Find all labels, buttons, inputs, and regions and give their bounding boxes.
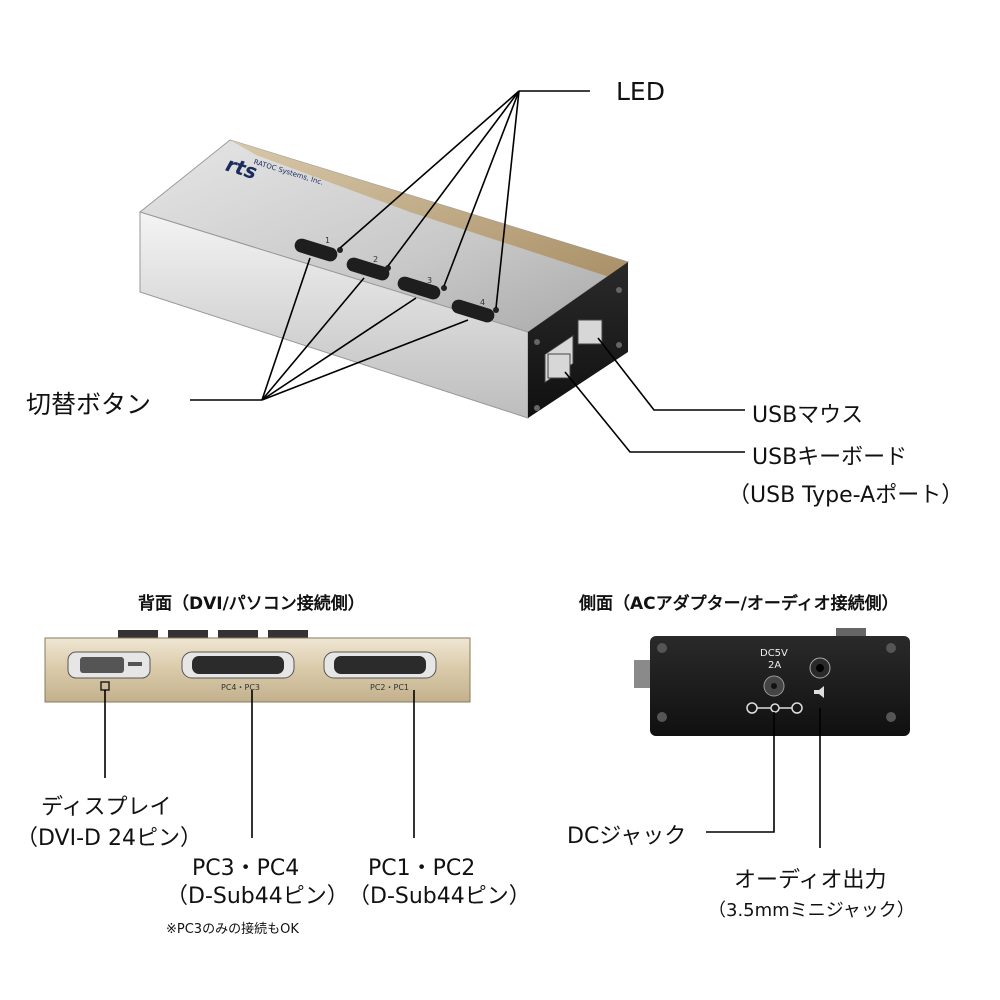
rear-callout-lines <box>104 690 415 838</box>
switch-button-label: 切替ボタン <box>26 390 152 419</box>
switch-button-2 <box>346 257 390 281</box>
side-header: 側面（ACアダプター/オーディオ接続側） <box>579 594 899 614</box>
speaker-icon <box>814 686 824 698</box>
dc-jack-label: DCジャック <box>567 824 687 849</box>
usb-port-type-label: （USB Type-Aポート） <box>728 483 964 508</box>
pc12-label: PC1・PC2 <box>368 856 476 881</box>
audio-output-sub-label: （3.5mmミニジャック） <box>708 900 915 921</box>
side-callout-lines <box>706 708 821 848</box>
rear-header: 背面（DVI/パソコン接続側） <box>138 594 365 614</box>
kvm-switch-3d <box>138 139 630 419</box>
pc34-label: PC3・PC4 <box>192 856 300 881</box>
usb-callout-lines <box>564 337 745 453</box>
button-number-3: 3 <box>427 276 433 285</box>
dc-marking-2: 2A <box>768 660 782 671</box>
usb-port-lower-2 <box>547 353 571 379</box>
led-label: LED <box>616 77 665 106</box>
pc34-sub-label: （D-Sub44ピン） <box>166 884 349 909</box>
audio-output-label: オーディオ出力 <box>734 868 887 893</box>
led-3 <box>441 285 447 291</box>
button-number-1: 1 <box>325 236 331 245</box>
rear-port-label-pc43: PC4・PC3 <box>221 683 260 692</box>
led-2 <box>385 265 391 271</box>
rear-port-label-pc21: PC2・PC1 <box>370 683 409 692</box>
led-1 <box>337 247 343 253</box>
side-panel <box>634 628 910 736</box>
switch-button-1 <box>294 238 338 262</box>
button-number-2: 2 <box>373 255 379 264</box>
switch-button-3 <box>397 276 441 300</box>
led-callout-lines <box>339 90 590 309</box>
display-label: ディスプレイ <box>41 795 172 820</box>
dc-polarity-symbol <box>746 702 803 714</box>
usb-mouse-label: USBマウス <box>752 403 864 428</box>
pc3-only-note: ※PC3のみの接続もOK <box>166 922 299 937</box>
pc12-sub-label: （D-Sub44ピン） <box>348 884 531 909</box>
rear-panel <box>44 630 471 703</box>
switch-callout-lines <box>190 257 469 401</box>
button-number-4: 4 <box>480 298 486 307</box>
dc-marking: DC5V <box>760 648 788 659</box>
switch-button-4 <box>451 299 495 323</box>
display-sub-label: （DVI-D 24ピン） <box>16 826 202 851</box>
led-4 <box>493 307 499 313</box>
usb-port-upper <box>577 319 603 345</box>
usb-keyboard-label: USBキーボード <box>752 445 908 470</box>
